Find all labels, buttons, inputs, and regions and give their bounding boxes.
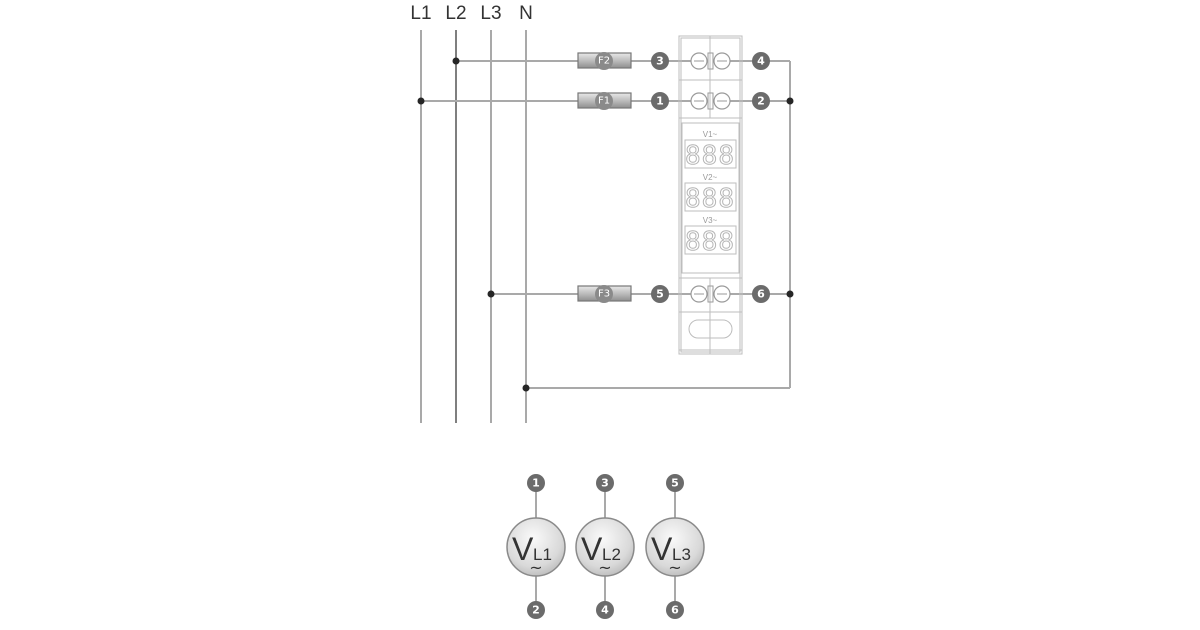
svg-text:L2: L2 <box>602 545 621 564</box>
voltmeter-l2: V L2 ~ 3 4 <box>575 474 635 619</box>
terminal-badge-4: 4 <box>752 52 770 70</box>
junction-dot <box>786 97 794 105</box>
junction-dot <box>786 290 794 298</box>
terminal-badge-6: 6 <box>752 285 770 303</box>
screw-terminal-2 <box>713 92 731 110</box>
svg-text:~: ~ <box>598 558 611 577</box>
din-rail-voltmeter <box>678 35 743 355</box>
svg-text:F2: F2 <box>598 56 610 67</box>
terminal-badge-2: 2 <box>752 92 770 110</box>
screw-terminal-1 <box>690 92 714 110</box>
svg-text:3: 3 <box>656 55 664 68</box>
svg-text:3: 3 <box>601 477 609 490</box>
voltmeter-l3: V L3 ~ 5 6 <box>645 474 705 619</box>
junction-dot <box>522 384 530 392</box>
bus-label-l3: L3 <box>480 3 501 24</box>
terminal-badge-5: 5 <box>666 474 684 492</box>
fuse-f2: F2 <box>577 52 632 70</box>
screw-terminal-5 <box>690 285 714 303</box>
svg-text:~: ~ <box>529 558 542 577</box>
terminal-badge-1: 1 <box>527 474 545 492</box>
terminal-badge-3: 3 <box>596 474 614 492</box>
svg-text:6: 6 <box>671 604 679 617</box>
svg-text:~: ~ <box>668 558 681 577</box>
svg-text:1: 1 <box>656 95 664 108</box>
bus-label-n: N <box>519 3 533 24</box>
fuse-f3: F3 <box>577 285 632 303</box>
svg-text:1: 1 <box>532 477 540 490</box>
bus-label-l2: L2 <box>445 3 466 24</box>
svg-text:F3: F3 <box>598 289 610 300</box>
display-digits-v1: 888 <box>685 141 735 171</box>
bus-label-l1: L1 <box>410 3 431 24</box>
terminal-badge-2: 2 <box>527 601 545 619</box>
svg-text:4: 4 <box>757 55 765 68</box>
display-digits-v3: 888 <box>685 227 735 257</box>
terminal-badge-6: 6 <box>666 601 684 619</box>
svg-text:4: 4 <box>601 604 609 617</box>
display-label-v1: V1~ <box>703 130 718 139</box>
terminal-badge-1: 1 <box>651 92 669 110</box>
junction-dot <box>487 290 495 298</box>
display-label-v2: V2~ <box>703 173 718 182</box>
display-label-v3: V3~ <box>703 216 718 225</box>
screw-terminal-3 <box>690 52 714 70</box>
svg-text:6: 6 <box>757 288 765 301</box>
terminal-badge-4: 4 <box>596 601 614 619</box>
fuse-f1: F1 <box>577 92 632 110</box>
terminal-badge-5: 5 <box>651 285 669 303</box>
screw-terminal-6 <box>713 285 731 303</box>
screw-terminal-4 <box>713 52 731 70</box>
svg-text:L3: L3 <box>672 545 691 564</box>
terminal-badge-3: 3 <box>651 52 669 70</box>
svg-text:F1: F1 <box>598 96 610 107</box>
svg-text:2: 2 <box>532 604 540 617</box>
svg-text:V: V <box>651 531 673 567</box>
svg-text:L1: L1 <box>533 545 552 564</box>
svg-text:2: 2 <box>757 95 765 108</box>
display-digits-v2: 888 <box>685 184 735 214</box>
svg-text:V: V <box>581 531 603 567</box>
svg-text:5: 5 <box>656 288 664 301</box>
voltmeter-l1: V L1 ~ 1 2 <box>506 474 566 619</box>
junction-dot <box>417 97 425 105</box>
junction-dot <box>452 57 460 65</box>
svg-text:5: 5 <box>671 477 679 490</box>
svg-text:V: V <box>512 531 534 567</box>
